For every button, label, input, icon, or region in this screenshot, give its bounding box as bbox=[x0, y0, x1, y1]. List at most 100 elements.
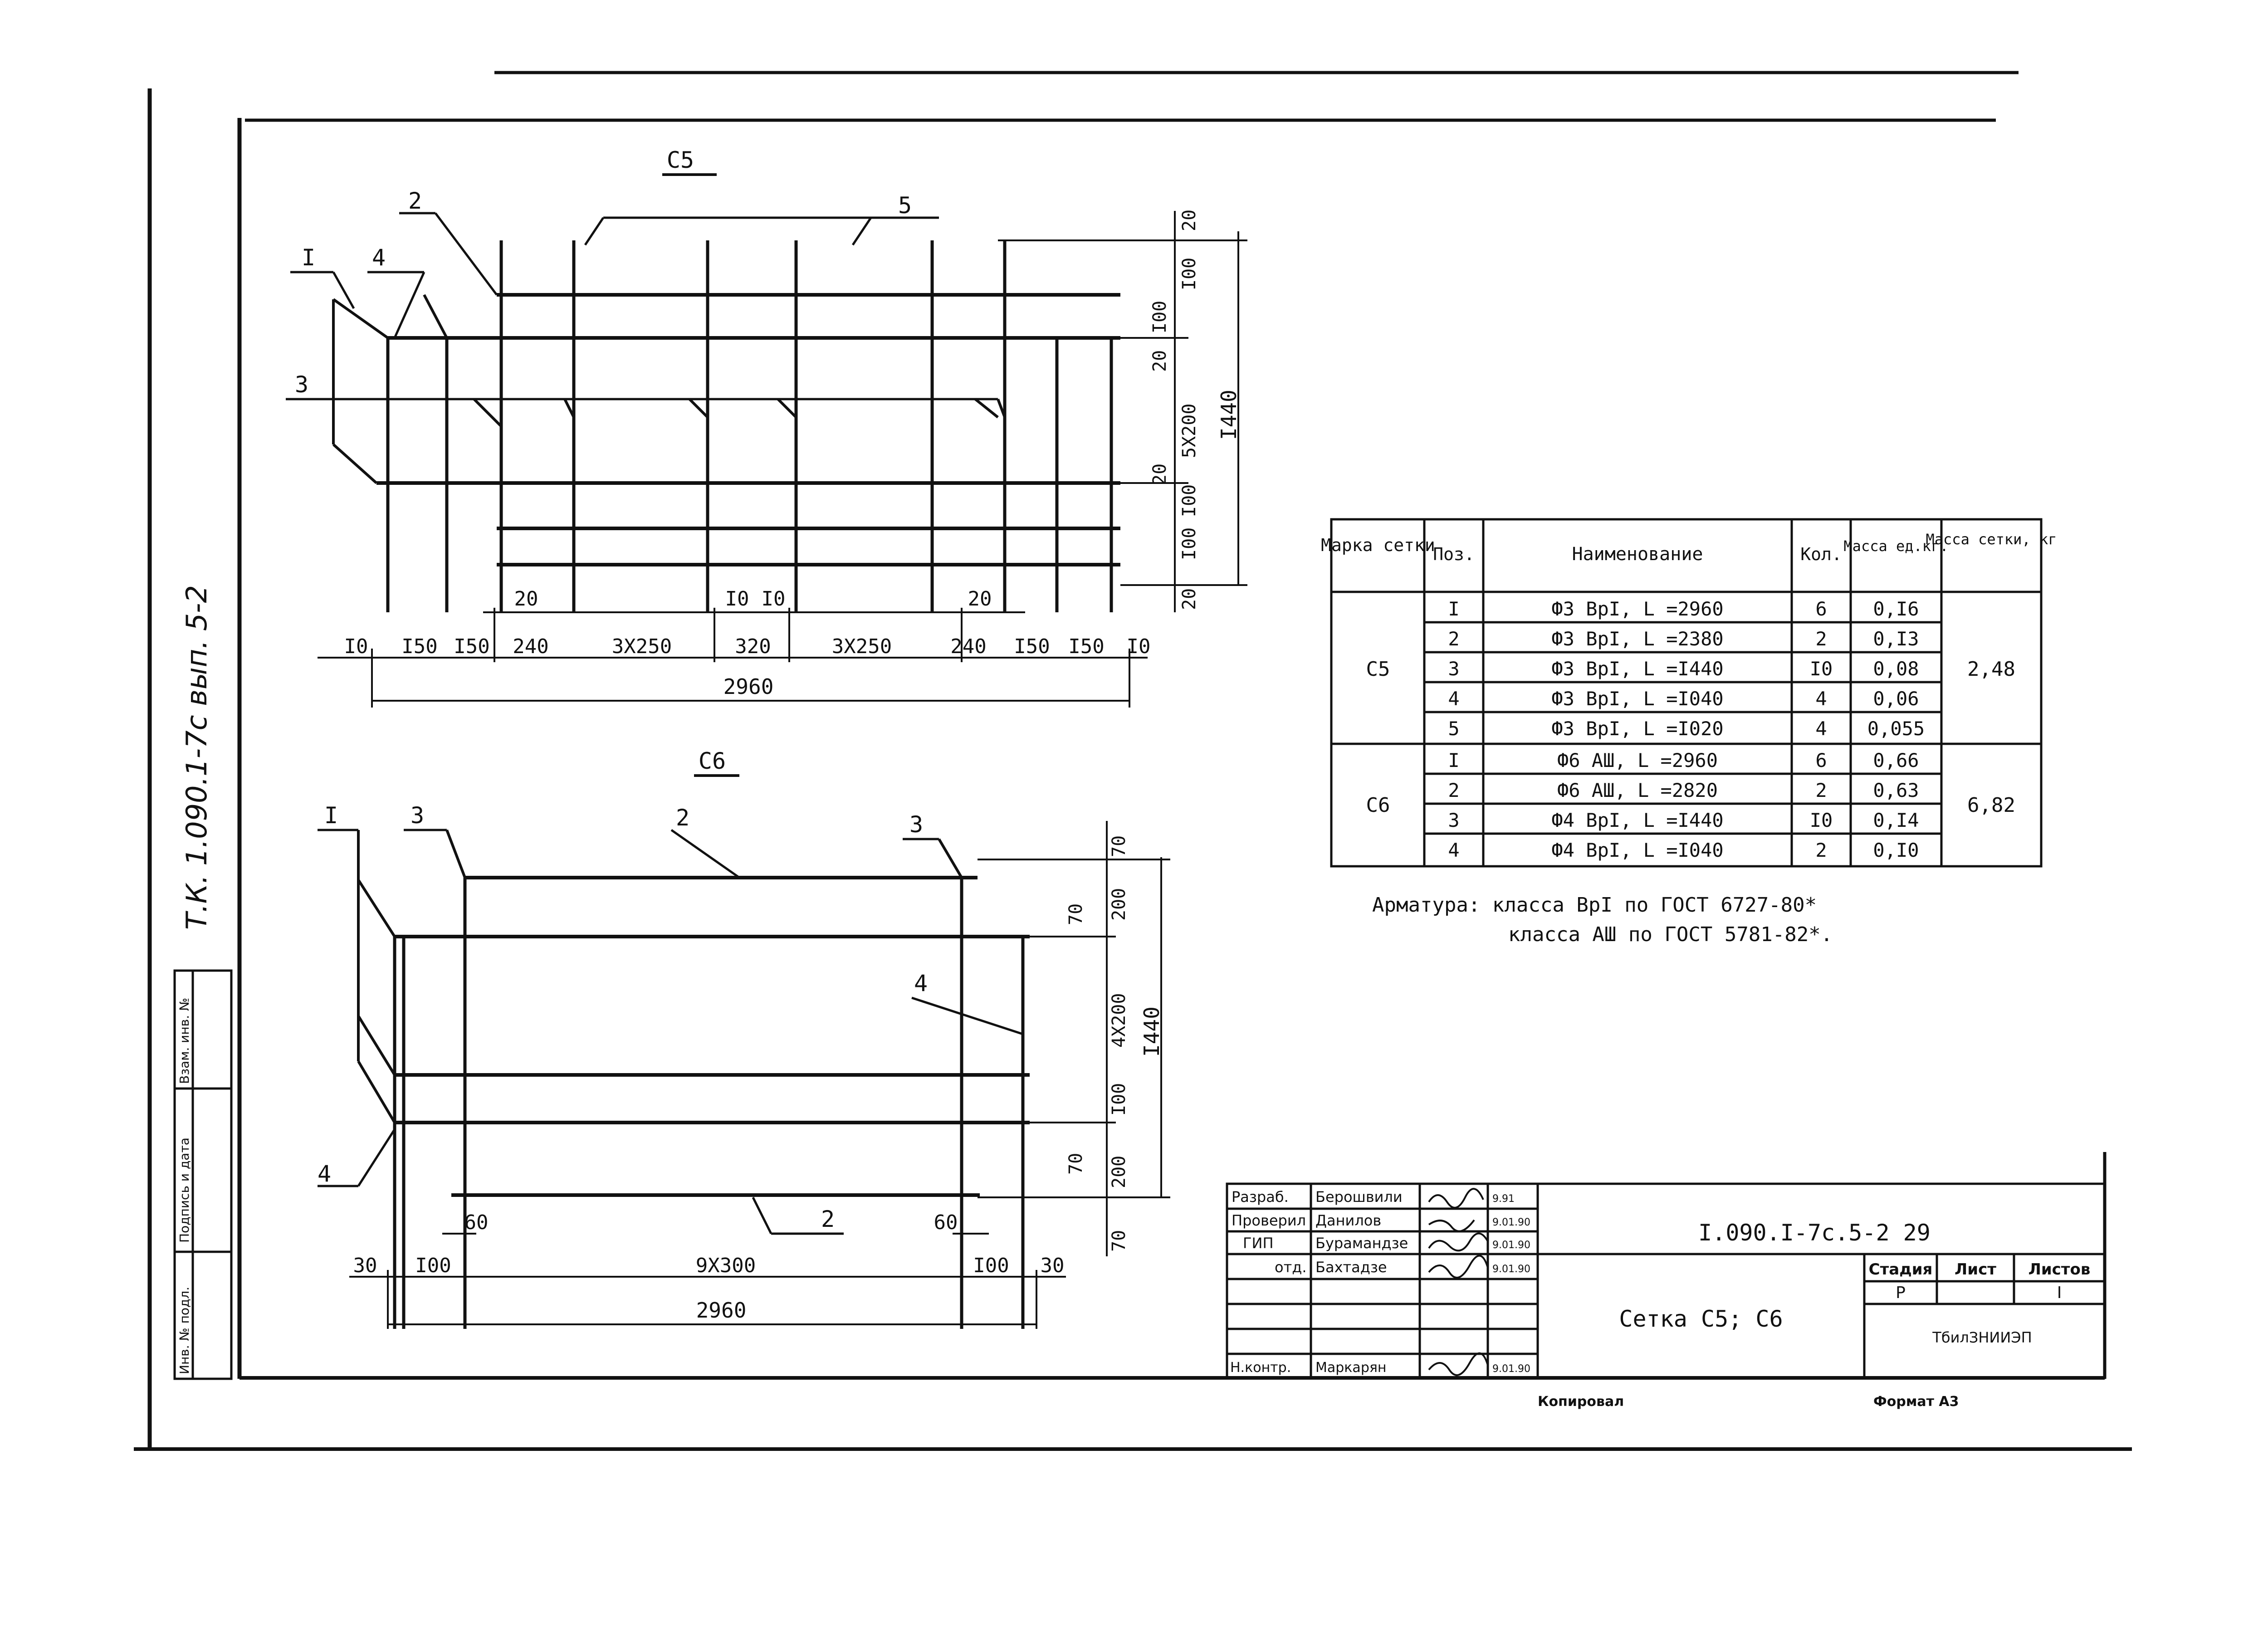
spec-c6-r3-name: Ф4 ВрI, L =I440 bbox=[1551, 809, 1723, 831]
c5-dim-2: I50 bbox=[401, 635, 437, 658]
spec-c6-total-mass: 6,82 bbox=[1967, 794, 2015, 817]
spec-header-unit-mass: Масса ед.кг. bbox=[1843, 537, 1948, 555]
tb-sheet-header: Лист bbox=[1955, 1260, 1996, 1279]
c5-cross-bars bbox=[386, 240, 1113, 612]
spec-c5-r1-pos: I bbox=[1448, 598, 1459, 620]
c6-cross-bars bbox=[393, 878, 1025, 1329]
spec-c5-r2-mass: 0,I3 bbox=[1873, 628, 1919, 650]
c5-dim-7: 3X250 bbox=[832, 635, 892, 658]
c5-vdim-5: 5X200 bbox=[1179, 404, 1200, 458]
c5-dim-8: 240 bbox=[950, 635, 986, 658]
tb-name-1: Берошвили bbox=[1315, 1188, 1403, 1206]
c5-dim-small-2: I0 bbox=[725, 587, 749, 610]
spec-header-name: Наименование bbox=[1572, 544, 1703, 565]
spec-c5-mark: С5 bbox=[1366, 658, 1390, 681]
c6-dim-4: I00 bbox=[973, 1254, 1009, 1277]
tb-name-7: Маркарян bbox=[1315, 1360, 1387, 1376]
c6-dim-lines bbox=[349, 1233, 1066, 1329]
c5-vdim-7: I00 bbox=[1179, 484, 1200, 517]
spec-c6-r4-pos: 4 bbox=[1448, 839, 1459, 861]
c6-callout-2b: 2 bbox=[821, 1206, 835, 1232]
note-line-2: класса АШ по ГОСТ 5781-82*. bbox=[1508, 923, 1833, 946]
c5-dim-10: I50 bbox=[1068, 635, 1104, 658]
spec-c6-r4-name: Ф4 ВрI, L =I040 bbox=[1551, 839, 1723, 861]
c5-callout-1: I bbox=[302, 244, 315, 271]
c5-total-height: I440 bbox=[1217, 390, 1241, 440]
spec-c5-r3-name: Ф3 ВрI, L =I440 bbox=[1551, 658, 1723, 680]
c6-dim-vertical bbox=[978, 821, 1170, 1256]
c5-total-width: 2960 bbox=[723, 674, 774, 699]
c6-bar-hooks bbox=[357, 829, 963, 1123]
spec-c6-r4-mass: 0,I0 bbox=[1873, 839, 1919, 861]
footer-copied: Копировал bbox=[1538, 1394, 1624, 1410]
drawing-c6: С6 bbox=[318, 748, 1170, 1329]
c5-callout-5: 5 bbox=[898, 192, 912, 219]
spec-c5-r4-mass: 0,06 bbox=[1873, 688, 1919, 710]
note-line-1: Арматура: класса ВрI по ГОСТ 6727-80* bbox=[1372, 893, 1817, 917]
spec-header-pos: Поз. bbox=[1433, 544, 1475, 564]
spec-c5-r3-mass: 0,08 bbox=[1873, 658, 1919, 680]
spec-c5-r2-qty: 2 bbox=[1815, 628, 1827, 650]
c5-dim-4: 240 bbox=[513, 635, 548, 658]
spec-c5-r5-pos: 5 bbox=[1448, 718, 1459, 740]
c6-dim-small-1: 60 bbox=[464, 1211, 489, 1234]
c6-total-width: 2960 bbox=[696, 1298, 747, 1323]
c5-bar-hooks bbox=[332, 294, 1006, 484]
c6-callout-leaders bbox=[318, 829, 1023, 1235]
tb-name-3: Бурамандзе bbox=[1315, 1235, 1408, 1252]
spec-c5-r4-pos: 4 bbox=[1448, 688, 1459, 710]
tb-date-7: 9.01.90 bbox=[1492, 1363, 1530, 1375]
spec-header-qty: Кол. bbox=[1800, 544, 1842, 564]
c6-dim-2: I00 bbox=[415, 1254, 451, 1277]
c5-dim-small-4: 20 bbox=[968, 587, 992, 610]
spec-c6-r1-pos: I bbox=[1448, 749, 1459, 771]
spec-c5-r5-mass: 0,055 bbox=[1867, 718, 1925, 740]
spec-c5-r1-name: Ф3 ВрI, L =2960 bbox=[1551, 598, 1723, 620]
c5-vdim-4: 20 bbox=[1149, 350, 1170, 372]
spec-c5-r4-name: Ф3 ВрI, L =I040 bbox=[1551, 688, 1723, 710]
spec-table: Марка сетки Поз. Наименование Кол. Масса… bbox=[1321, 518, 2057, 868]
tb-date-2: 9.01.90 bbox=[1492, 1217, 1530, 1228]
c5-dim-small-3: I0 bbox=[762, 587, 786, 610]
c6-dim-5: 30 bbox=[1041, 1254, 1065, 1277]
c5-title: С5 bbox=[667, 147, 694, 173]
c5-callout-4: 4 bbox=[372, 244, 386, 271]
footer-format: Формат А3 bbox=[1873, 1394, 1959, 1410]
tb-role-1: Разраб. bbox=[1232, 1188, 1289, 1206]
c5-dims-bottom: I0 I50 I50 240 3X250 320 3X250 240 I50 I… bbox=[344, 635, 1151, 658]
c5-callout-2: 2 bbox=[408, 188, 422, 214]
c5-dim-9: I50 bbox=[1014, 635, 1050, 658]
spec-c5-r2-pos: 2 bbox=[1448, 628, 1459, 650]
c5-dim-small-1: 20 bbox=[514, 587, 538, 610]
c5-dim-11: I0 bbox=[1127, 635, 1151, 658]
tb-stage-header: Стадия bbox=[1869, 1260, 1933, 1279]
tb-date-3: 9.01.90 bbox=[1492, 1240, 1530, 1251]
drawing-c5: С5 bbox=[286, 147, 1247, 708]
c6-vdim-6: 70 bbox=[1066, 1153, 1086, 1175]
c6-callout-3a: 3 bbox=[411, 802, 424, 829]
spec-c6-r1-qty: 6 bbox=[1815, 749, 1827, 771]
c5-dim-3: I50 bbox=[454, 635, 489, 658]
spec-c6-mark: С6 bbox=[1366, 794, 1390, 817]
side-stamp: Т.К. 1.090.1-7с вып. 5-2 Взам. инв. № По… bbox=[173, 585, 233, 1380]
spec-c6-r1-mass: 0,66 bbox=[1873, 749, 1919, 771]
spec-c6-r4-qty: 2 bbox=[1815, 839, 1827, 861]
c6-vdim-7: 200 bbox=[1109, 1156, 1129, 1188]
c6-total-height: I440 bbox=[1139, 1006, 1164, 1057]
c6-callout-3b: 3 bbox=[909, 811, 923, 838]
spec-c5-r2-name: Ф3 ВрI, L =2380 bbox=[1551, 628, 1723, 650]
c6-longitudinal-bars bbox=[395, 876, 1030, 1197]
c6-vdim-3: 70 bbox=[1066, 903, 1086, 925]
tb-role-3: ГИП bbox=[1243, 1235, 1274, 1252]
tb-sheets-header: Листов bbox=[2028, 1260, 2091, 1279]
spec-c5-r3-qty: I0 bbox=[1810, 658, 1833, 680]
c6-callout-4a: 4 bbox=[914, 970, 928, 996]
c5-dim-lines bbox=[318, 608, 1148, 708]
sheet-frame bbox=[134, 71, 2132, 1451]
c5-callout-3: 3 bbox=[295, 371, 308, 398]
c6-dims-bottom: 30 I00 9X300 I00 30 bbox=[353, 1254, 1065, 1277]
signatures bbox=[1428, 1188, 1489, 1376]
tb-role-7: Н.контр. bbox=[1230, 1360, 1291, 1376]
